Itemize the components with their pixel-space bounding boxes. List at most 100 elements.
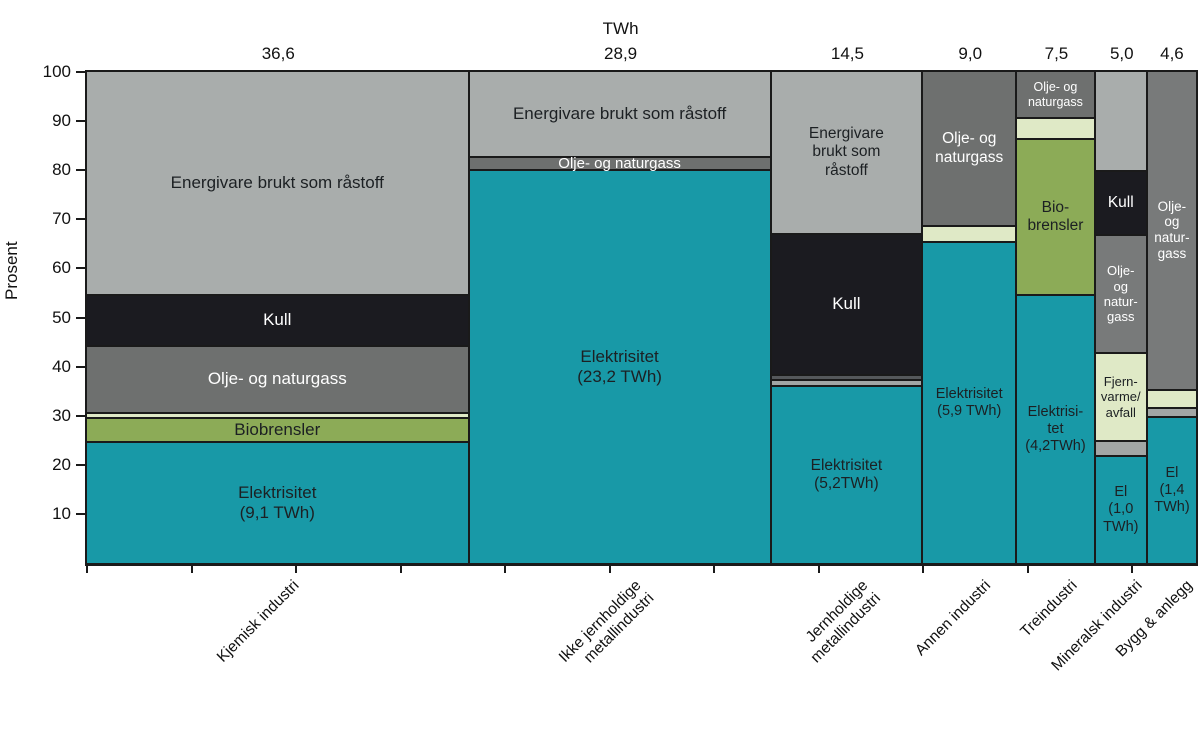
segment-jernholdige-metallindustri-raastoff: Energivare brukt som råstoff (771, 72, 922, 234)
segment-kjemisk-industri-fjernvarme (87, 412, 468, 418)
x-tick-mark (922, 566, 925, 573)
segment-label-elektrisitet: Elektrisitet (9,1 TWh) (238, 482, 317, 522)
segment-label-olje_light: Olje- og natur- gass (1154, 198, 1190, 262)
category-label-kjemisk-industri: Kjemisk industri (213, 577, 303, 666)
y-tick-mark (76, 512, 85, 515)
segment-bygg-anlegg-olje_light: Olje- og natur- gass (1147, 72, 1196, 389)
x-tick-mark (504, 566, 507, 573)
column-bygg-anlegg: El (1,4 TWh) Olje- og natur- gass (1147, 72, 1196, 563)
segment-kjemisk-industri-biobrensler: Biobrensler (87, 417, 468, 441)
segment-ikke-jernholdige-metallindustri-raastoff: Energivare brukt som råstoff (469, 72, 770, 157)
segment-treindustri-elektrisitet: Elektrisi- tet (4,2TWh) (1017, 293, 1094, 563)
segment-ikke-jernholdige-metallindustri-olje: Olje- og naturgass (469, 155, 770, 172)
segment-treindustri-fjernvarme (1017, 117, 1094, 138)
y-tick-label: 20 (52, 454, 71, 474)
segment-label-kull: Kull (1107, 193, 1134, 211)
segment-annen-industri-fjernvarme (923, 225, 1016, 241)
segment-mineralsk-industri-elektrisitet: El (1,0 TWh) (1095, 454, 1146, 563)
segment-bygg-anlegg-elektrisitet: El (1,4 TWh) (1147, 415, 1196, 563)
column-annen-industri: Elektrisitet (5,9 TWh) Olje- og naturgass (923, 72, 1018, 563)
y-tick-label: 50 (52, 307, 71, 327)
y-tick-mark (76, 267, 85, 270)
segment-bygg-anlegg-stripe_light (1147, 407, 1196, 416)
column-jernholdige-metallindustri: Elektrisitet (5,2TWh) Kull Energivare bruk… (771, 72, 924, 563)
y-tick-label: 30 (52, 405, 71, 425)
segment-kjemisk-industri-olje: Olje- og naturgass (87, 344, 468, 413)
segment-label-elektrisitet: Elektrisitet (5,9 TWh) (935, 385, 1003, 419)
y-tick-label: 60 (52, 258, 71, 278)
segment-label-biobrensler: Bio- brensler (1027, 198, 1084, 234)
category-label-annen-industri: Annen industri (912, 577, 995, 660)
segment-label-olje_light: Olje- og natur- gass (1103, 263, 1138, 325)
twh-value-label: 4,6 (1160, 44, 1184, 63)
segment-jernholdige-metallindustri-elektrisitet: Elektrisitet (5,2TWh) (771, 385, 922, 563)
segment-mineralsk-industri-raastoff (1095, 72, 1146, 171)
x-tick-mark (399, 566, 402, 573)
y-tick-mark (76, 120, 85, 123)
segment-mineralsk-industri-fjernvarme: Fjern- varme/ avfall (1095, 351, 1146, 441)
segment-label-olje: Olje- og naturgass (1027, 79, 1083, 109)
category-label-ikke-jernholdige-metallindustri: Ikke jernholdige metallindustri (555, 577, 658, 667)
segment-label-raastoff: Energivare brukt som råstoff (170, 172, 384, 192)
segment-mineralsk-industri-stripe_light (1095, 440, 1146, 455)
segment-annen-industri-elektrisitet: Elektrisitet (5,9 TWh) (923, 240, 1016, 563)
category-label-treindustri: Treindustri (1017, 577, 1081, 641)
x-tick-mark (713, 566, 716, 573)
column-kjemisk-industri: Elektrisitet (9,1 TWh) Biobrensler Olje- o… (87, 72, 470, 563)
twh-value-label: 14,5 (830, 44, 864, 63)
segment-label-biobrensler: Biobrensler (234, 419, 321, 439)
segment-annen-industri-olje: Olje- og naturgass (923, 72, 1016, 226)
y-tick-label: 100 (42, 62, 71, 81)
segment-kjemisk-industri-elektrisitet: Elektrisitet (9,1 TWh) (87, 440, 468, 563)
segment-label-olje: Olje- og naturgass (207, 369, 347, 389)
y-tick-mark (76, 169, 85, 172)
column-ikke-jernholdige-metallindustri: Elektrisitet (23,2 TWh)Olje- og naturgas… (469, 72, 772, 563)
segment-kjemisk-industri-raastoff: Energivare brukt som råstoff (87, 72, 468, 294)
twh-value-label: 28,9 (604, 44, 638, 63)
segment-label-raastoff: Energivare brukt som råstoff (512, 104, 727, 124)
segment-label-elektrisitet: El (1,4 TWh) (1154, 464, 1190, 515)
segment-ikke-jernholdige-metallindustri-elektrisitet: Elektrisitet (23,2 TWh) (469, 169, 770, 563)
x-tick-mark (608, 566, 611, 573)
x-tick-mark (1026, 566, 1029, 573)
twh-value-label: 5,0 (1109, 44, 1134, 63)
segment-kjemisk-industri-kull: Kull (87, 293, 468, 345)
y-tick-mark (76, 365, 85, 368)
segment-treindustri-olje: Olje- og naturgass (1017, 72, 1094, 118)
segment-label-kull: Kull (832, 294, 861, 314)
segment-label-elektrisitet: Elektrisi- tet (4,2TWh) (1025, 403, 1086, 455)
segment-label-elektrisitet: El (1,0 TWh) (1103, 484, 1139, 535)
y-tick-label: 70 (52, 209, 71, 229)
y-tick-mark (76, 218, 85, 221)
y-tick-mark (76, 71, 85, 73)
category-label-jernholdige-metallindustri: Jernholdige metallindustri (802, 577, 885, 667)
segment-jernholdige-metallindustri-stripe_dark (771, 373, 922, 379)
y-tick-label: 90 (52, 111, 71, 131)
column-mineralsk-industri: El (1,0 TWh) Fjern- varme/ avfall Olje- og… (1095, 72, 1148, 563)
x-tick-mark (295, 566, 298, 573)
y-tick-label: 80 (52, 160, 71, 180)
y-tick-mark (76, 316, 85, 319)
y-axis-title: Prosent (2, 241, 21, 300)
segment-bygg-anlegg-fjernvarme (1147, 388, 1196, 408)
segment-jernholdige-metallindustri-kull: Kull (771, 233, 922, 374)
twh-value-label: 7,5 (1044, 44, 1069, 63)
segment-jernholdige-metallindustri-stripe_light (771, 378, 922, 386)
y-tick-label: 10 (52, 503, 71, 523)
y-tick-mark (76, 463, 85, 466)
x-tick-mark (190, 566, 193, 573)
twh-value-label: 9,0 (958, 44, 983, 63)
top-axis-title: TWh (602, 19, 639, 38)
x-tick-mark (817, 566, 820, 573)
y-tick-mark (76, 414, 85, 417)
segment-label-kull: Kull (263, 310, 292, 330)
segment-mineralsk-industri-kull: Kull (1095, 170, 1146, 235)
x-tick-mark (86, 566, 88, 573)
column-treindustri: Elektrisi- tet (4,2TWh) Bio- brensler Olje… (1017, 72, 1096, 563)
segment-treindustri-biobrensler: Bio- brensler (1017, 137, 1094, 294)
x-tick-mark (1131, 566, 1134, 573)
segment-label-raastoff: Energivare brukt som råstoff (808, 125, 884, 179)
segment-label-fjernvarme: Fjern- varme/ avfall (1100, 374, 1141, 420)
